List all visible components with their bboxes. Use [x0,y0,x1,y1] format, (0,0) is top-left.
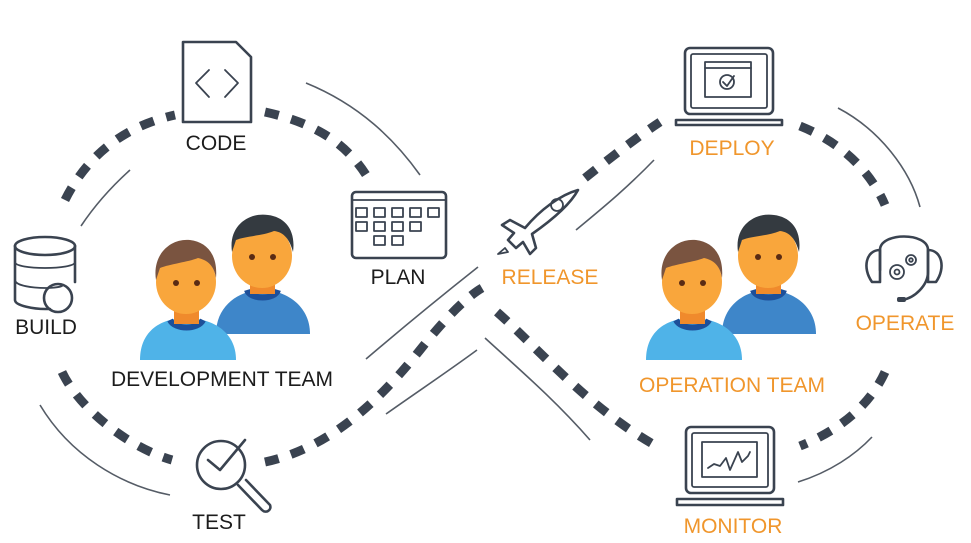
calendar-icon [350,190,448,260]
dev-loop-path-code-plan [264,107,372,181]
front-person-shirt [140,318,236,360]
ops-loop-path-release-deploy [582,118,663,182]
guide-arc [575,159,655,231]
guide-arc [837,107,921,208]
guide-arc [484,337,591,441]
development-team-people-icon [140,214,310,360]
guide-arc [39,404,171,496]
stage-label-plan: PLAN [371,266,426,289]
team-label-development: DEVELOPMENT TEAM [111,368,333,391]
stage-label-code: CODE [186,132,247,155]
guide-arc [365,266,479,360]
dev-loop-path-test-release [264,284,485,467]
rocket-icon [497,188,580,256]
team-label-operation: OPERATION TEAM [639,374,825,397]
ops-loop-path-operate-monitor [798,370,890,451]
guide-arc [797,436,873,483]
stage-label-build: BUILD [15,316,77,339]
code-file-icon [181,40,253,124]
magnifier-check-icon [195,438,272,513]
infinity-path [57,107,890,467]
laptop-check-icon [674,46,784,127]
stage-label-deploy: DEPLOY [689,137,774,160]
guide-arc [305,82,421,176]
database-icon [13,235,77,314]
front-person-shirt [646,318,742,360]
operation-team-people-icon [646,214,816,360]
guide-arc [80,169,131,227]
guide-arcs [39,82,921,496]
back-person-shirt [216,290,310,334]
headset-gears-icon [865,235,943,302]
laptop-chart-icon [675,425,785,507]
back-person-shirt [722,290,816,334]
stage-label-release: RELEASE [502,266,599,289]
stage-label-test: TEST [192,511,246,534]
stage-label-operate: OPERATE [856,312,955,335]
guide-arc [385,349,478,415]
dev-loop-path-top [60,110,176,203]
ops-loop-path-deploy-operate [798,121,890,207]
stage-label-monitor: MONITOR [684,515,783,538]
